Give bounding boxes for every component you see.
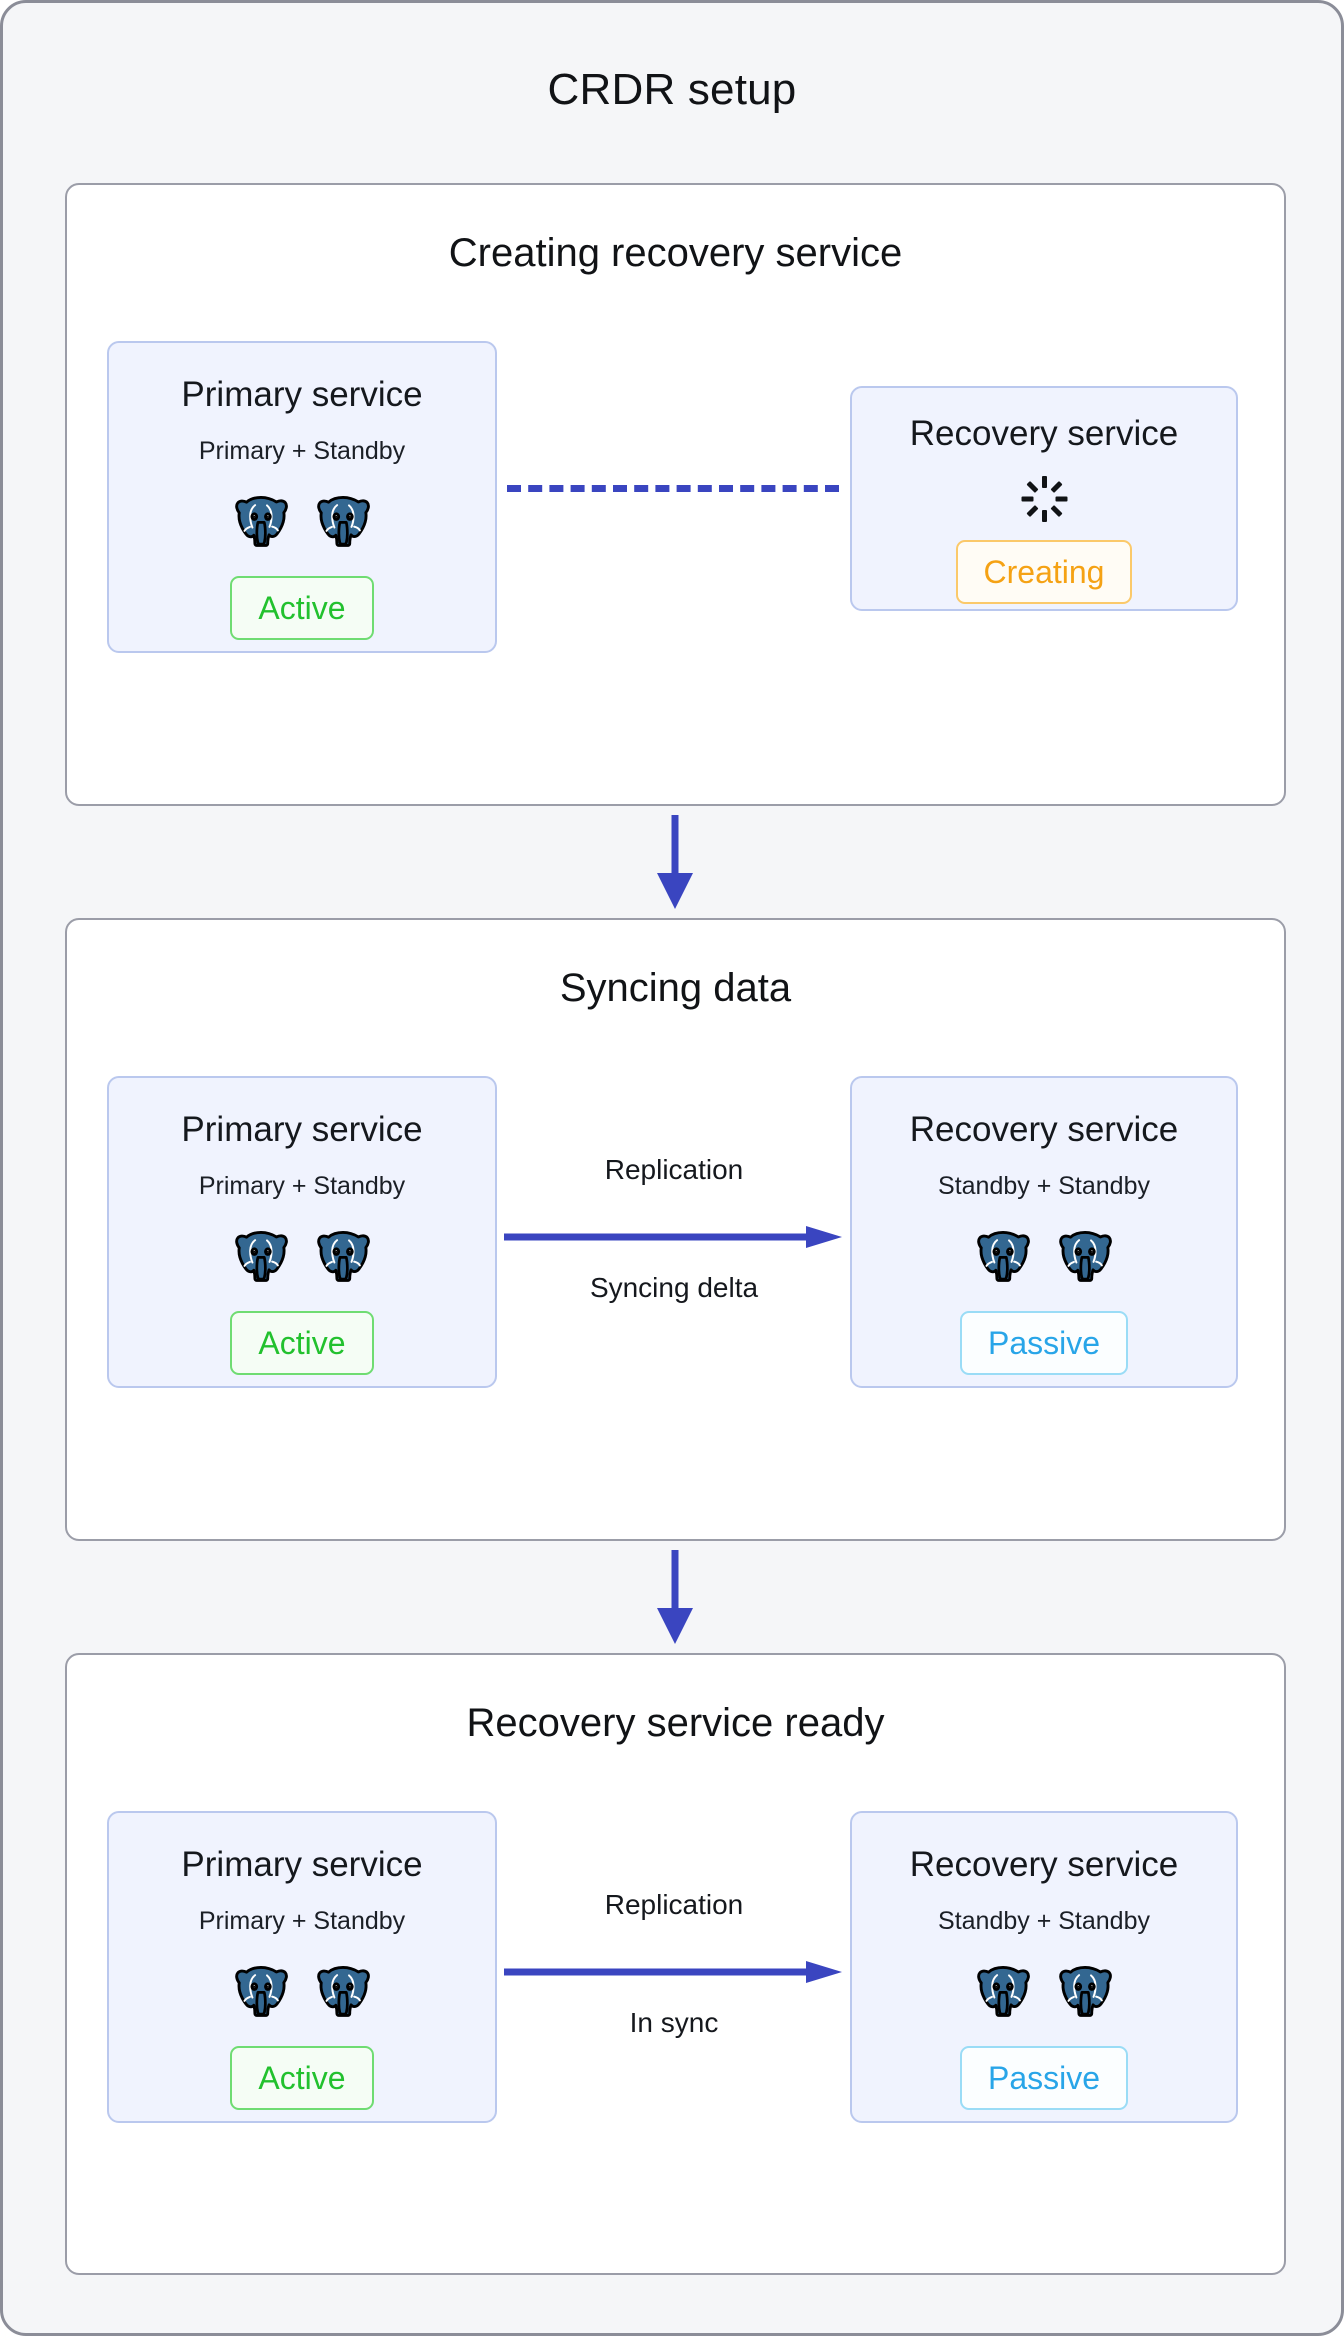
node-list [852, 1962, 1236, 2020]
down-arrow-stage2-to-stage3 [657, 1550, 693, 1644]
service-title: Recovery service [909, 414, 1179, 453]
postgres-icon [1056, 1962, 1114, 2020]
status-badge-wrap: Active [109, 1311, 495, 1375]
status-badge: Creating [955, 540, 1133, 604]
status-badge-wrap: Passive [852, 1311, 1236, 1375]
node-list [109, 1962, 495, 2020]
primary-service-card[interactable]: Primary service Primary + Standby Active [107, 1811, 497, 2123]
service-title: Primary service [181, 375, 423, 414]
replication-status-label: Syncing delta [589, 1272, 759, 1303]
stage-title: Syncing data [559, 966, 792, 1010]
recovery-service-card[interactable]: Recovery service Standby + Standby Passi… [850, 1076, 1238, 1388]
status-badge: Passive [959, 1311, 1129, 1375]
stage-body: Primary service Primary + Standby Active… [67, 313, 1284, 804]
node-list [109, 492, 495, 550]
stage-panel-syncing: Syncing data Primary service Primary + S… [65, 918, 1286, 1541]
postgres-icon [974, 1227, 1032, 1285]
spinner-wrap [852, 476, 1236, 522]
service-subtitle: Primary + Standby [198, 1907, 406, 1935]
stage-title: Creating recovery service [448, 231, 903, 275]
replication-arrow-icon [504, 1961, 842, 1983]
stage-panel-creating: Creating recovery service Primary servic… [65, 183, 1286, 806]
node-list [852, 1227, 1236, 1285]
status-badge-wrap: Passive [852, 2046, 1236, 2110]
status-badge: Active [230, 2046, 374, 2110]
status-badge-wrap: Active [109, 2046, 495, 2110]
replication-arrow-icon [504, 1226, 842, 1248]
dashed-connector [507, 485, 839, 492]
status-badge: Active [230, 1311, 374, 1375]
replication-label: Replication [604, 1889, 744, 1920]
replication-connector: Replication Syncing delta [504, 1154, 844, 1304]
postgres-icon [232, 1227, 290, 1285]
node-list [109, 1227, 495, 1285]
postgres-icon [314, 1227, 372, 1285]
replication-connector: Replication In sync [504, 1889, 844, 2039]
service-subtitle: Standby + Standby [938, 1907, 1150, 1935]
postgres-icon [1056, 1227, 1114, 1285]
spinner-icon [1021, 476, 1067, 522]
status-badge: Passive [959, 2046, 1129, 2110]
page-title: CRDR setup [547, 65, 797, 114]
stage-panel-ready: Recovery service ready Primary service P… [65, 1653, 1286, 2275]
service-title: Primary service [181, 1845, 423, 1884]
down-arrow-stage1-to-stage2 [657, 815, 693, 909]
service-subtitle: Standby + Standby [938, 1172, 1150, 1200]
postgres-icon [314, 492, 372, 550]
stage-body: Primary service Primary + Standby Active… [67, 1048, 1284, 1539]
stage-body: Primary service Primary + Standby Active… [67, 1783, 1284, 2273]
primary-service-card[interactable]: Primary service Primary + Standby Active [107, 1076, 497, 1388]
replication-status-label: In sync [629, 2007, 719, 2038]
service-title: Recovery service [909, 1110, 1179, 1149]
replication-label: Replication [604, 1154, 744, 1185]
service-title: Recovery service [909, 1845, 1179, 1884]
service-subtitle: Primary + Standby [198, 437, 406, 465]
stage-title: Recovery service ready [466, 1701, 885, 1745]
postgres-icon [314, 1962, 372, 2020]
service-subtitle: Primary + Standby [198, 1172, 406, 1200]
recovery-service-card[interactable]: Recovery service Creating [850, 386, 1238, 611]
status-badge-wrap: Creating [852, 540, 1236, 604]
postgres-icon [232, 1962, 290, 2020]
primary-service-card[interactable]: Primary service Primary + Standby Active [107, 341, 497, 653]
postgres-icon [974, 1962, 1032, 2020]
status-badge-wrap: Active [109, 576, 495, 640]
recovery-service-card[interactable]: Recovery service Standby + Standby Passi… [850, 1811, 1238, 2123]
postgres-icon [232, 492, 290, 550]
status-badge: Active [230, 576, 374, 640]
service-title: Primary service [181, 1110, 423, 1149]
